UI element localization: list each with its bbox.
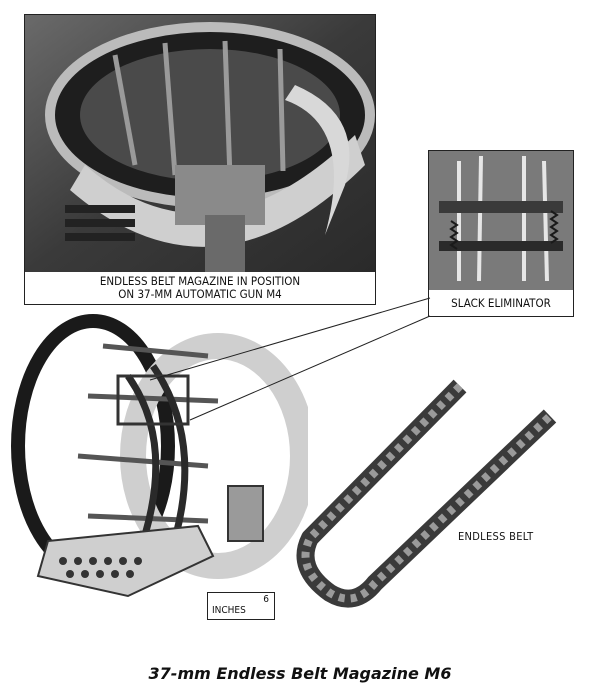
caption-line-2: ON 37-MM AUTOMATIC GUN M4 — [118, 287, 282, 301]
photo-slack-eliminator — [428, 150, 574, 292]
scale-indicator: INCHES 6 — [207, 592, 275, 620]
photo-endless-belt — [280, 378, 570, 628]
label-endless-belt: ENDLESS BELT — [458, 530, 534, 543]
photo-caption: ENDLESS BELT MAGAZINE IN POSITION ON 37-… — [24, 272, 376, 305]
figure-title: 37-mm Endless Belt Magazine M6 — [148, 664, 452, 683]
scale-value: 6 — [263, 594, 269, 605]
label-slack-eliminator: SLACK ELIMINATOR — [428, 290, 574, 317]
scale-units: INCHES — [212, 605, 246, 616]
photo-magazine — [8, 306, 308, 616]
caption-line-1: ENDLESS BELT MAGAZINE IN POSITION — [99, 274, 301, 288]
photo-magazine-on-gun — [24, 14, 376, 274]
